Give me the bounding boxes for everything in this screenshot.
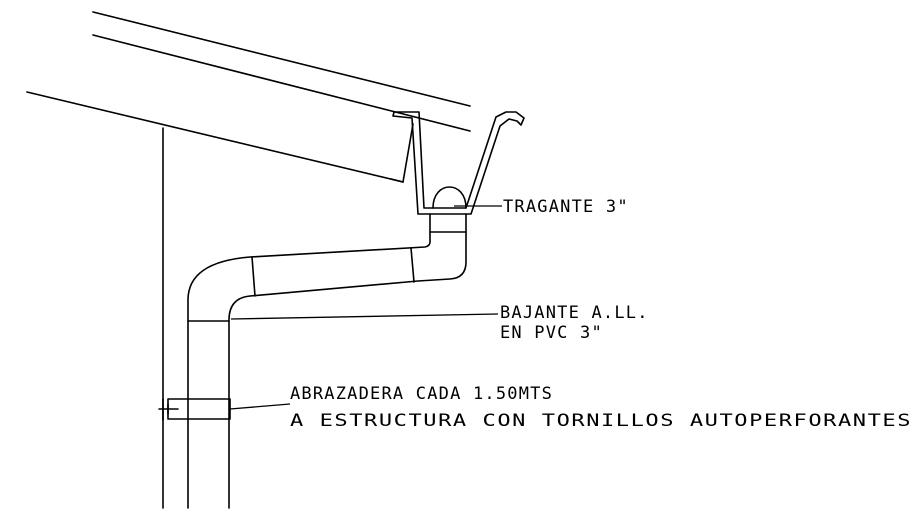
label-abrazadera-line1: ABRAZADERA CADA 1.50MTS bbox=[290, 384, 553, 404]
downpipe bbox=[187, 231, 467, 509]
label-tragante: TRAGANTE 3" bbox=[503, 197, 629, 217]
pipe-clamp bbox=[158, 398, 231, 421]
leader-lines bbox=[229, 205, 502, 410]
annotation-labels: TRAGANTE 3" BAJANTE A.LL. EN PVC 3" ABRA… bbox=[290, 197, 912, 431]
label-bajante-line1: BAJANTE A.LL. bbox=[500, 303, 649, 323]
roof-sheets bbox=[26, 11, 471, 183]
label-bajante-line2: EN PVC 3" bbox=[500, 323, 603, 343]
gutter-canal bbox=[392, 111, 525, 233]
label-abrazadera-line2: A ESTRUCTURA CON TORNILLOS AUTOPERFORANT… bbox=[290, 411, 912, 431]
